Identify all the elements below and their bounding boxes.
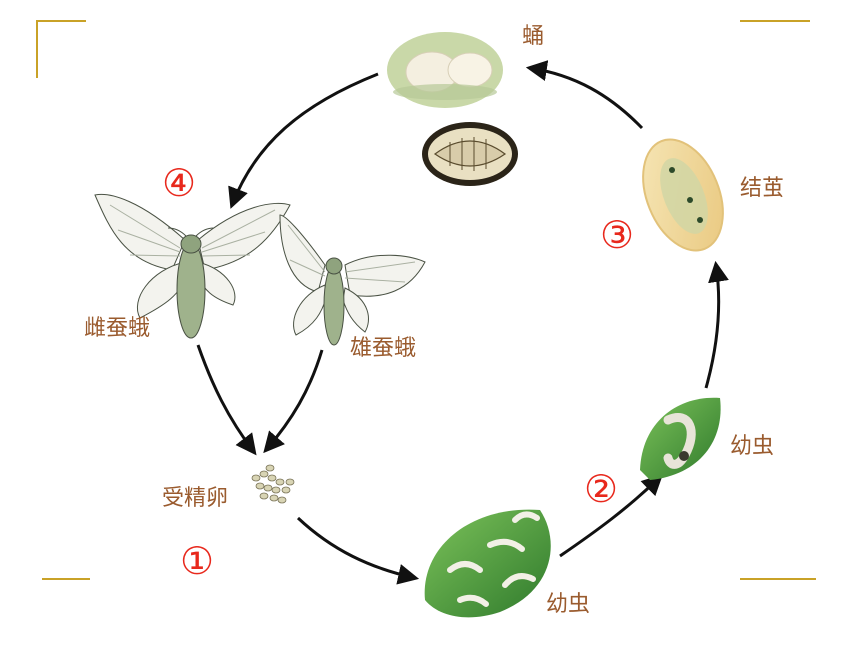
frame-bottom-left-h <box>42 578 90 580</box>
stage-number-1: ① <box>180 539 215 583</box>
stage-number-3: ③ <box>600 213 635 257</box>
arrow-female-to-egg <box>196 344 257 456</box>
frame-top-left-v <box>36 20 38 78</box>
cocoon-image <box>642 138 724 252</box>
larvae-on-leaves-image <box>424 509 551 618</box>
label-larva-late: 幼虫 <box>730 434 775 459</box>
stage-number-4: ④ <box>162 161 197 205</box>
frame-top-right-h <box>740 20 810 22</box>
eggs-image <box>251 464 295 504</box>
label-cocoon: 结茧 <box>740 176 785 201</box>
frame-top-left-h <box>36 20 86 22</box>
arrow-cocoon-to-pupa <box>525 60 644 130</box>
label-male-moth: 雄蚕蛾 <box>350 336 417 361</box>
male-moth-image <box>279 214 426 346</box>
pupa-drawing <box>422 122 518 186</box>
stage-number-2: ② <box>584 467 619 511</box>
label-pupa: 蛹 <box>522 24 545 49</box>
arrow-pupa-to-moth <box>228 72 379 209</box>
arrow-larva-to-cocoon <box>704 260 729 389</box>
label-egg: 受精卵 <box>162 486 229 511</box>
female-moth-image <box>94 193 291 339</box>
label-female-moth: 雌蚕蛾 <box>84 316 151 341</box>
label-larva-early: 幼虫 <box>546 592 591 617</box>
larva-image <box>640 397 721 480</box>
arrow-male-to-egg <box>263 349 324 454</box>
pupa-image <box>387 32 503 108</box>
frame-bottom-right-h <box>740 578 816 580</box>
arrow-egg-to-larvae <box>296 516 420 585</box>
arrow-larvae-to-larva <box>559 474 664 558</box>
